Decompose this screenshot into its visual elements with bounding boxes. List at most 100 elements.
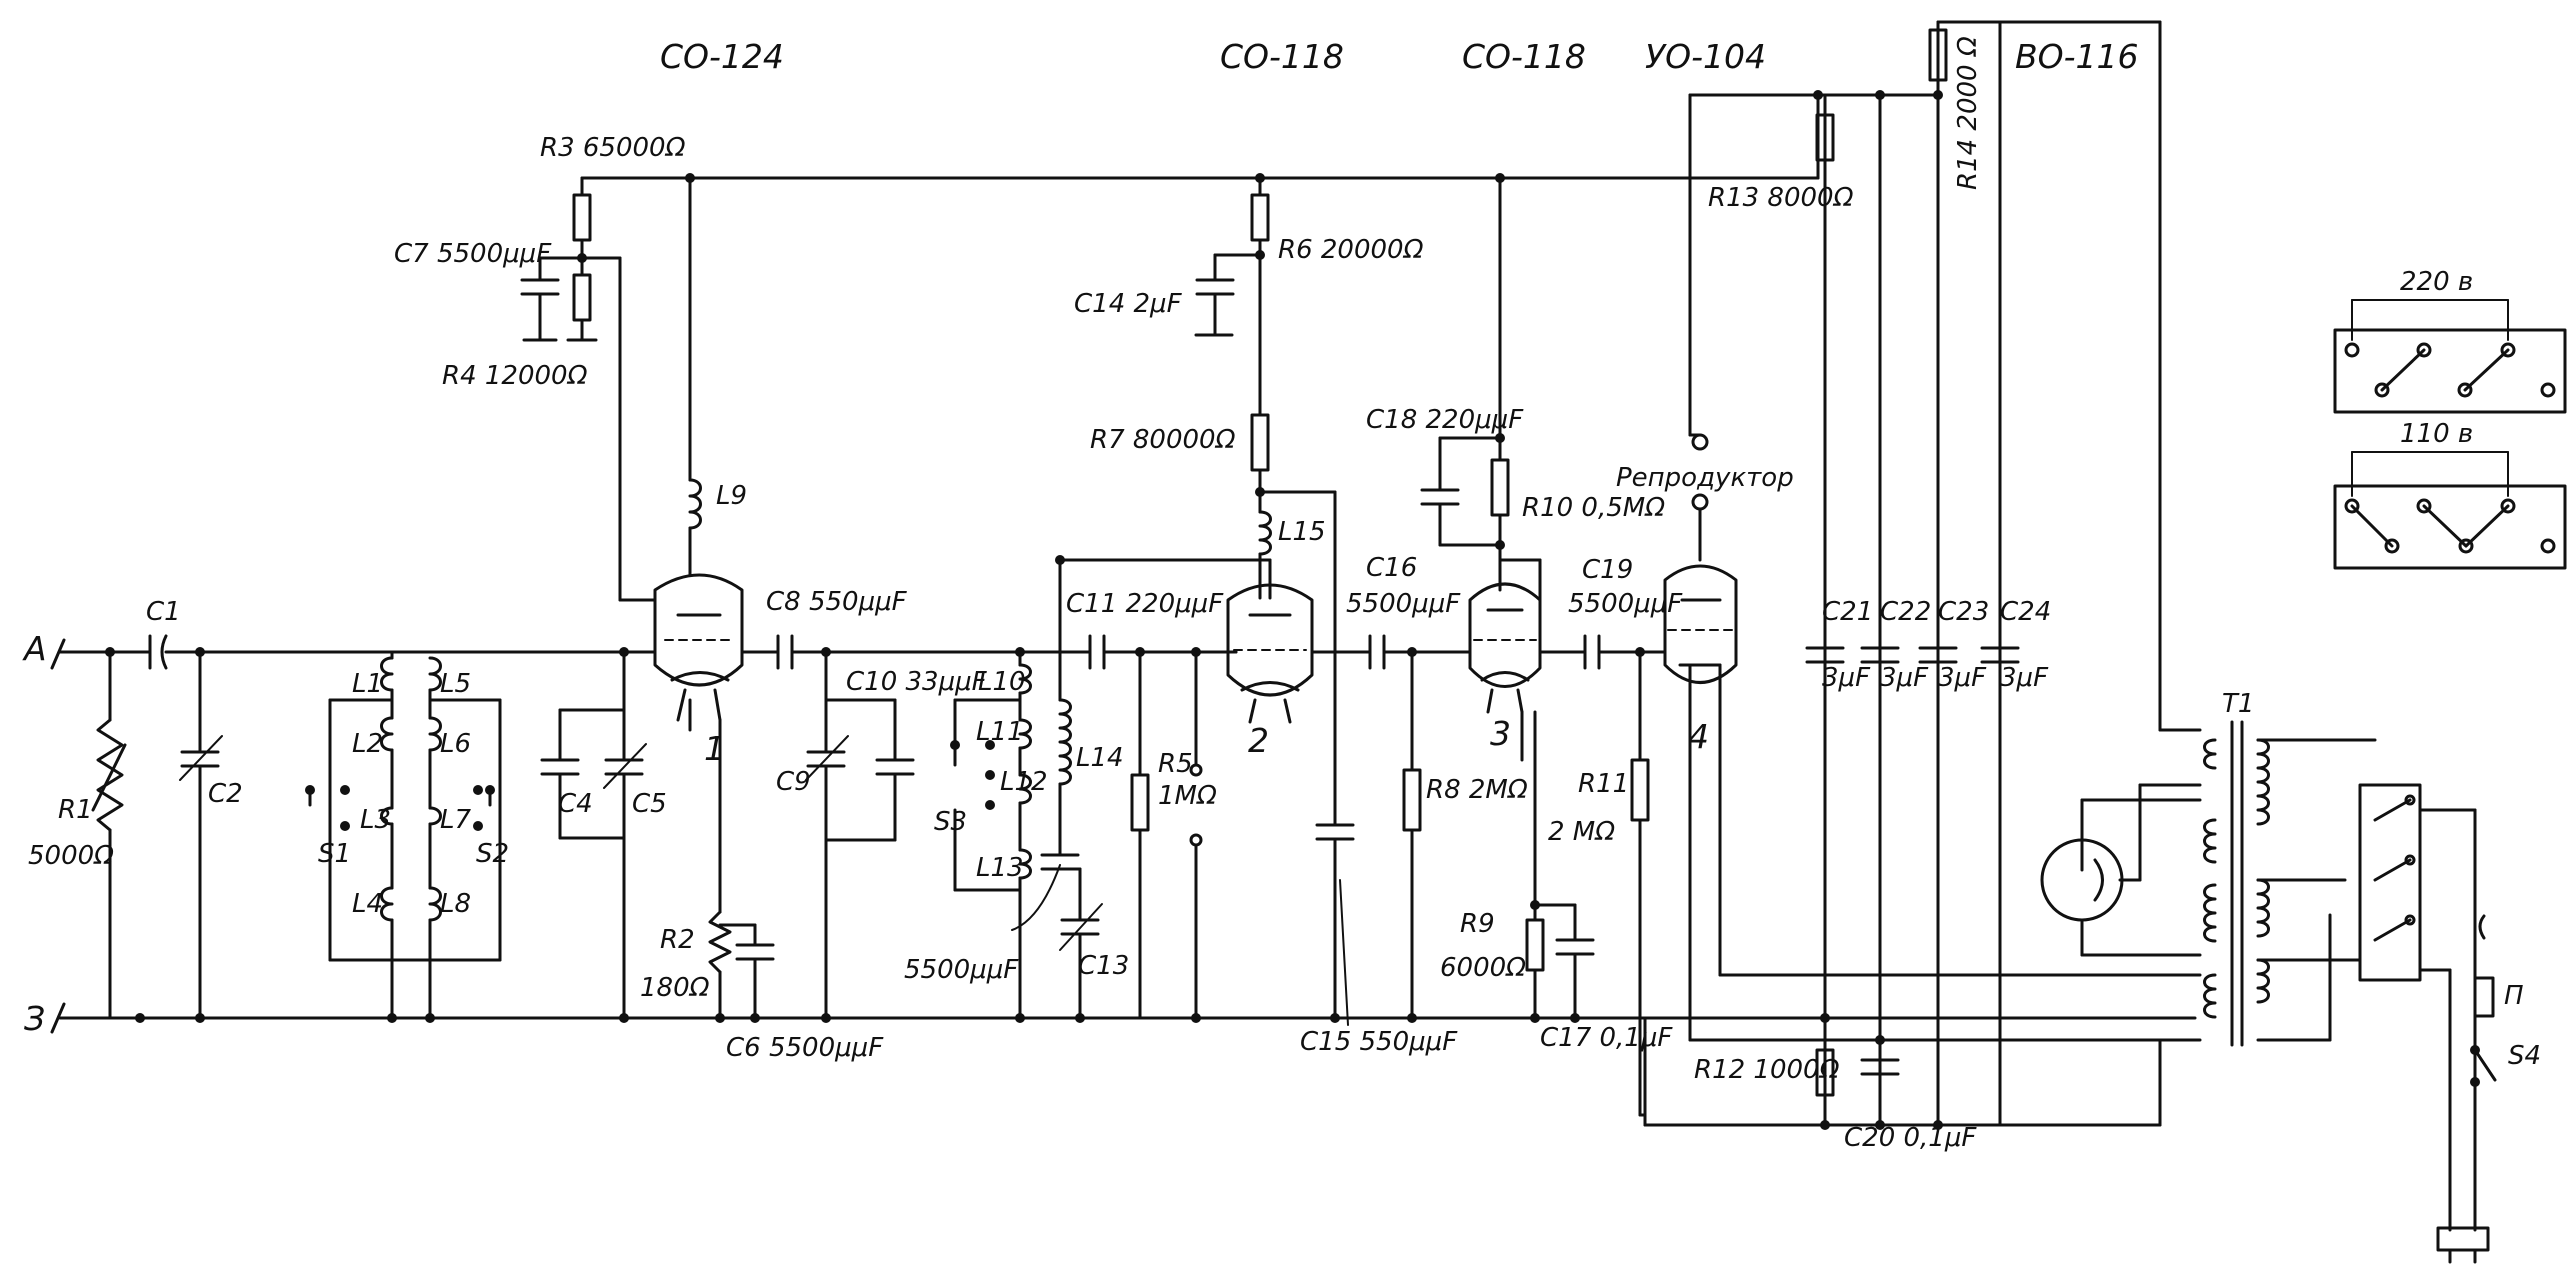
resistor-r5 [1130, 650, 1203, 1020]
r6-label: R6 20000Ω [1278, 235, 1424, 265]
c16-value-label: 5500μμF [1346, 589, 1461, 619]
filter-caps-c21-c24 [1805, 646, 2020, 664]
c13-label: C13 [1078, 951, 1129, 981]
r2-c6-cathode [708, 718, 775, 1020]
l3-label: L3 [360, 805, 391, 835]
tube-3 [1468, 582, 1542, 714]
speaker-terminals [1688, 433, 1709, 562]
c8-label: C8 550μμF [766, 587, 908, 617]
tube4-type-label: УО-104 [1645, 37, 1766, 76]
c20-label: C20 0,1μF [1844, 1123, 1977, 1153]
r9-c17-cathode [1520, 710, 1595, 1020]
c1-label: C1 [146, 597, 181, 627]
c18-label: C18 220μμF [1366, 405, 1524, 435]
capacitor-c9 [805, 650, 849, 1020]
switch-s4[interactable] [2470, 1045, 2497, 1087]
filter-bus [1643, 20, 2202, 1127]
c12-pointer [1011, 864, 1061, 931]
voltage-110-label: 110 в [2400, 419, 2473, 449]
c23-value-label: 3μF [1938, 663, 1987, 693]
r11-value-label: 2 MΩ [1548, 817, 1615, 847]
fuse-label: П [2504, 981, 2524, 1011]
c15-pointer [1339, 879, 1349, 1026]
c23-name-label: C23 [1938, 597, 1989, 627]
c21-value-label: 3μF [1822, 663, 1871, 693]
capacitor-c7 [520, 256, 584, 342]
ground-terminal-label: З [24, 999, 45, 1038]
r2-value-label: 180Ω [640, 973, 710, 1003]
voltage-selector-switch[interactable] [2358, 783, 2477, 1232]
s4-label: S4 [2508, 1041, 2541, 1071]
switch-s3 [950, 740, 995, 810]
c10-label: C10 33μμF [846, 667, 988, 697]
c21-name-label: C21 [1822, 597, 1873, 627]
l14-and-c12-c13 [1040, 558, 1272, 1020]
transformer-t1 [2203, 720, 2377, 1047]
tube1-number: 1 [704, 729, 725, 768]
l7-label: L7 [440, 805, 471, 835]
r2-name-label: R2 [660, 925, 695, 955]
resistor-r8 [1402, 650, 1422, 1020]
c4-label: C4 [558, 789, 593, 819]
antenna-terminal [50, 638, 152, 1034]
coil-bank-l10-l13 [953, 650, 1032, 1020]
c22-value-label: 3μF [1880, 663, 1929, 693]
r3-label: R3 65000Ω [540, 133, 686, 163]
s3-label: S3 [934, 807, 967, 837]
capacitor-c15 [1315, 823, 1355, 1020]
c9-label: C9 [776, 767, 811, 797]
resistor-r13 [1815, 113, 1835, 162]
c5-label: C5 [632, 789, 667, 819]
l11-label: L11 [976, 717, 1024, 747]
speaker-label: Репродуктор [1616, 463, 1794, 493]
l2-label: L2 [352, 729, 383, 759]
switch-s1 [305, 785, 350, 831]
r3-r4-divider [566, 176, 657, 602]
capacitor-c19 [1538, 634, 1667, 670]
resistor-r14 [1928, 28, 1948, 82]
r4-label: R4 12000Ω [442, 361, 588, 391]
l5-label: L5 [440, 669, 471, 699]
resistor-r11 [1630, 650, 1650, 1117]
tube-1 [653, 573, 744, 732]
l10-label: L10 [978, 667, 1026, 697]
c17-label: C17 0,1μF [1540, 1023, 1673, 1053]
resistor-r12 [1815, 1048, 1835, 1097]
l9-plate-choke [688, 176, 702, 577]
l1-label: L1 [352, 669, 383, 699]
r11-name-label: R11 [1578, 769, 1629, 799]
tube2-type-label: CO-118 [1220, 37, 1344, 76]
l12-label: L12 [1000, 767, 1048, 797]
junction-dots [105, 90, 1943, 1130]
s2-label: S2 [476, 839, 509, 869]
r14-label: R14 2000 Ω [1953, 36, 1983, 190]
c16-name-label: C16 [1366, 553, 1417, 583]
tube2-number: 2 [1248, 721, 1269, 760]
c19-name-label: C19 [1582, 555, 1633, 585]
capacitor-c5 [603, 650, 647, 1020]
rectifier-tube [2040, 783, 2202, 957]
capacitor-c2 [179, 650, 223, 1020]
cathode-return [1688, 998, 2202, 1042]
r5-value-label: 1MΩ [1158, 781, 1217, 811]
capacitor-c1 [148, 634, 642, 670]
tube4-number: 4 [1688, 717, 1709, 756]
l13-label: L13 [976, 853, 1024, 883]
capacitor-c11 [1088, 634, 1238, 670]
c24-name-label: C24 [2000, 597, 2051, 627]
c2-label: C2 [208, 779, 243, 809]
tube-2 [1226, 583, 1314, 724]
s1-label: S1 [318, 839, 351, 869]
coil-bank-left [328, 650, 502, 1020]
t1-label: T1 [2222, 689, 2254, 719]
capacitor-c16 [1310, 634, 1472, 670]
r12-label: R12 1000Ω [1694, 1055, 1840, 1085]
mains-plug [2436, 1226, 2490, 1264]
tube1-type-label: CO-124 [660, 37, 784, 76]
l6-label: L6 [440, 729, 471, 759]
l14-label: L14 [1076, 743, 1124, 773]
tube3-number: 3 [1490, 714, 1511, 753]
r9-value-label: 6000Ω [1440, 953, 1526, 983]
l15-label: L15 [1278, 517, 1326, 547]
tube-4 [1663, 564, 1738, 684]
